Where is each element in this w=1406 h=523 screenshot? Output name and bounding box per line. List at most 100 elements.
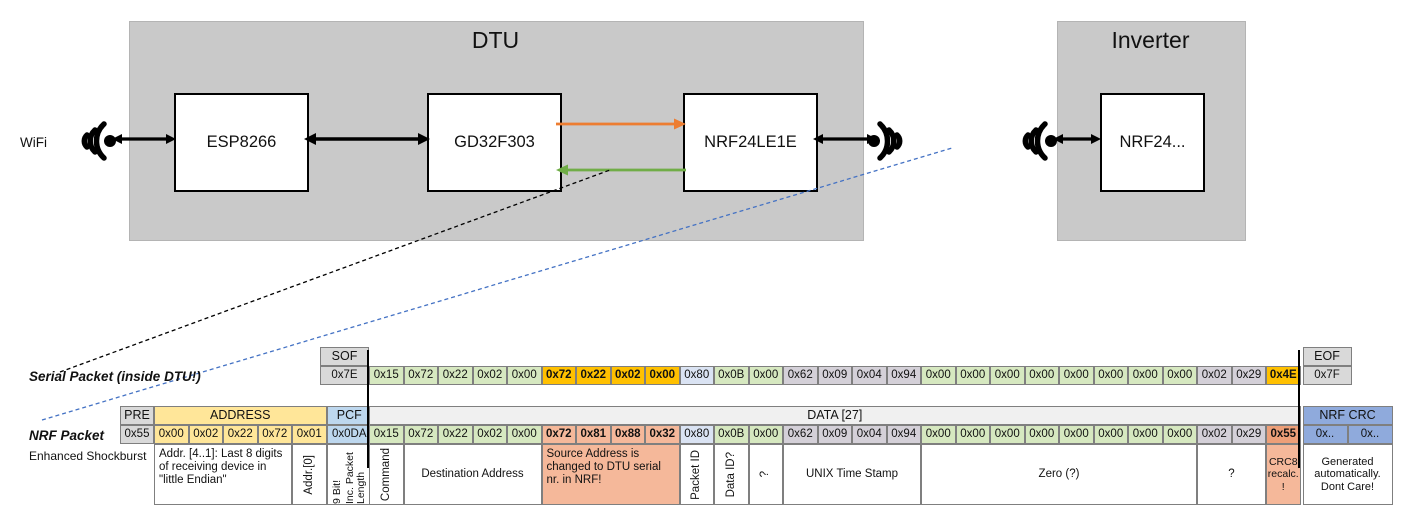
nrf-data-header-text: DATA [27] — [807, 408, 863, 423]
crc8-desc: CRC8 recalc. ! — [1266, 444, 1301, 505]
serial-byte-17-text: 0x00 — [960, 368, 986, 381]
chip-nrf24le1e-label: NRF24LE1E — [704, 133, 797, 151]
nrf-address-byte-1: 0x02 — [188, 425, 223, 444]
nrf-data-byte-2: 0x22 — [438, 425, 473, 444]
source-desc: Source Address is changed to DTU serial … — [541, 444, 680, 505]
serial-byte-9-text: 0x80 — [684, 368, 710, 381]
serial-byte-19: 0x00 — [1024, 366, 1059, 385]
nrf-crc-header: NRF CRC — [1302, 406, 1393, 425]
nrf-address-byte-4-text: 0x01 — [296, 427, 322, 440]
nrf-data-byte-8: 0x32 — [645, 425, 680, 444]
nrf-data-byte-10: 0x0B — [714, 425, 749, 444]
nrf-data-byte-14: 0x04 — [852, 425, 887, 444]
nrf-pre-header: PRE — [120, 406, 154, 425]
nrf-address-byte-2-text: 0x22 — [227, 427, 253, 440]
nrf-data-byte-7: 0x88 — [610, 425, 645, 444]
serial-byte-15-text: 0x94 — [891, 368, 917, 381]
serial-nrf-connector-right — [1298, 350, 1300, 468]
serial-byte-7-text: 0x02 — [614, 368, 641, 381]
serial-byte-16: 0x00 — [921, 366, 956, 385]
nrf-address-byte-0-text: 0x00 — [158, 427, 184, 440]
serial-byte-1-text: 0x72 — [408, 368, 434, 381]
nrf-data-byte-21-text: 0x00 — [1098, 427, 1124, 440]
nrf-data-byte-25-text: 0x29 — [1236, 427, 1262, 440]
serial-eof-value: 0x7F — [1302, 366, 1352, 385]
arrow-inverter-antenna-to-nrf24 — [1053, 134, 1101, 144]
serial-packet-row-label: Serial Packet (inside DTU!) — [29, 369, 201, 384]
nrf-data-byte-1-text: 0x72 — [408, 427, 434, 440]
unknown1-desc-text: ? — [759, 471, 772, 478]
addr0-desc: Addr.[0] — [292, 444, 327, 505]
nrf-pre-header-text: PRE — [124, 408, 150, 423]
serial-byte-2: 0x22 — [438, 366, 473, 385]
nrf-data-byte-13-text: 0x09 — [822, 427, 848, 440]
nrf-data-byte-23-text: 0x00 — [1167, 427, 1193, 440]
arrow-gd32-to-nrf-orange — [556, 118, 686, 130]
nrf-data-header: DATA [27] — [369, 406, 1301, 425]
wifi-label: WiFi — [20, 135, 47, 150]
nrf-data-byte-10-text: 0x0B — [718, 427, 745, 440]
nrf-crc-header-text: NRF CRC — [1319, 408, 1376, 423]
serial-sof-header-text: SOF — [331, 349, 358, 364]
nrf-data-byte-26: 0x55 — [1266, 425, 1301, 444]
nrf-data-byte-25: 0x29 — [1231, 425, 1266, 444]
serial-byte-11: 0x00 — [748, 366, 783, 385]
nrf-data-byte-13: 0x09 — [817, 425, 852, 444]
nrf-data-byte-6-text: 0x81 — [580, 427, 607, 440]
addr0-desc-text: Addr.[0] — [302, 454, 315, 495]
serial-byte-5-text: 0x72 — [545, 368, 572, 381]
nrf-data-byte-2-text: 0x22 — [442, 427, 468, 440]
nrf-data-byte-24: 0x02 — [1197, 425, 1232, 444]
nrf-data-byte-7-text: 0x88 — [614, 427, 641, 440]
nrf-data-byte-12-text: 0x62 — [787, 427, 813, 440]
nrf-packet-sub-label: Enhanced Shockburst — [29, 449, 147, 463]
chip-nrf24[interactable]: NRF24... — [1100, 93, 1205, 192]
nrf-data-byte-15-text: 0x94 — [891, 427, 917, 440]
command-desc-text: Command — [379, 447, 392, 502]
serial-byte-0-text: 0x15 — [373, 368, 399, 381]
serial-byte-9: 0x80 — [679, 366, 714, 385]
serial-byte-20: 0x00 — [1059, 366, 1094, 385]
zero-desc-text: Zero (?) — [1038, 467, 1080, 480]
serial-byte-0: 0x15 — [369, 366, 404, 385]
nrf-data-byte-22-text: 0x00 — [1132, 427, 1158, 440]
serial-byte-18: 0x00 — [990, 366, 1025, 385]
nrf-pre-value: 0x55 — [120, 425, 154, 444]
nrf-pcf-value: 0x0DA — [326, 425, 372, 444]
chip-esp8266-label: ESP8266 — [206, 133, 277, 151]
serial-byte-12-text: 0x62 — [787, 368, 813, 381]
nrf-data-byte-26-text: 0x55 — [1270, 427, 1297, 440]
dataid-desc-text: Data ID? — [724, 451, 737, 498]
crc8-desc-text: CRC8 recalc. ! — [1267, 456, 1299, 493]
serial-byte-19-text: 0x00 — [1029, 368, 1055, 381]
nrf-data-byte-17-text: 0x00 — [960, 427, 986, 440]
nrf-data-byte-20: 0x00 — [1059, 425, 1094, 444]
nrf-data-byte-9: 0x80 — [679, 425, 714, 444]
pcf-desc-line-0: 9 Bit! — [330, 480, 343, 504]
chip-nrf24-label: NRF24... — [1119, 133, 1186, 151]
nrf-data-byte-6: 0x81 — [576, 425, 611, 444]
nrf-data-byte-14-text: 0x04 — [856, 427, 882, 440]
nrf-address-header: ADDRESS — [154, 406, 327, 425]
nrf-data-byte-20-text: 0x00 — [1063, 427, 1089, 440]
nrf-data-byte-19-text: 0x00 — [1029, 427, 1055, 440]
serial-byte-14-text: 0x04 — [856, 368, 882, 381]
nrf-address-byte-3-text: 0x72 — [262, 427, 288, 440]
chip-gd32f303-label: GD32F303 — [454, 133, 535, 151]
packetid-desc-text: Packet ID — [690, 449, 703, 500]
serial-byte-15: 0x94 — [886, 366, 921, 385]
serial-byte-7: 0x02 — [610, 366, 645, 385]
destination-desc: Destination Address — [403, 444, 542, 505]
serial-byte-10: 0x0B — [714, 366, 749, 385]
unknown2-desc: ? — [1197, 444, 1266, 505]
serial-byte-3: 0x02 — [472, 366, 507, 385]
nrf-data-byte-16: 0x00 — [921, 425, 956, 444]
nrf-data-byte-15: 0x94 — [886, 425, 921, 444]
dtu-group-title: DTU — [471, 27, 520, 53]
serial-byte-11-text: 0x00 — [753, 368, 779, 381]
nrf-address-header-text: ADDRESS — [210, 408, 271, 423]
nrf-crc-byte-0-text: 0x.. — [1315, 427, 1335, 440]
nrf-address-byte-0: 0x00 — [154, 425, 189, 444]
serial-eof-header: EOF — [1302, 347, 1352, 366]
inverter-antenna-icon — [1022, 121, 1057, 161]
